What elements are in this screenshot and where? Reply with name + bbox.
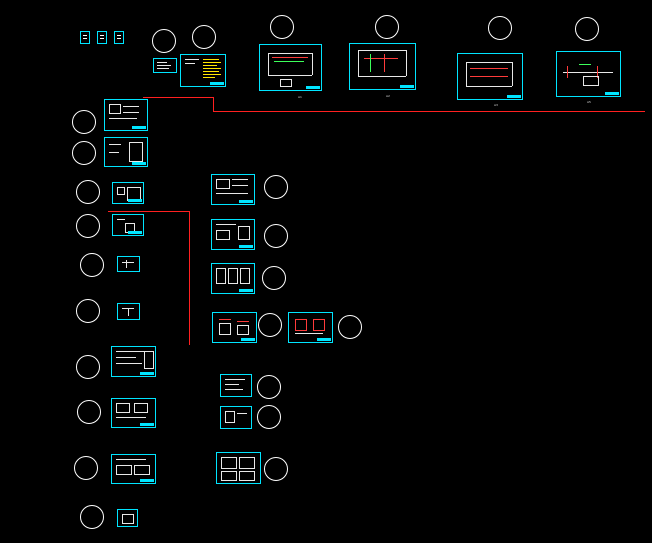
reference-bubble	[80, 253, 104, 277]
reference-bubble	[74, 456, 98, 480]
drawing-sheet[interactable]	[211, 174, 255, 205]
reference-bubble	[72, 110, 96, 134]
reference-bubble	[575, 17, 599, 41]
reference-bubble	[76, 214, 100, 238]
drawing-sheet[interactable]	[457, 53, 523, 100]
legend-box	[97, 31, 107, 44]
reference-bubble	[375, 15, 399, 39]
drawing-sheet[interactable]	[349, 43, 416, 90]
link-line	[213, 111, 645, 112]
drawing-sheet[interactable]	[117, 509, 138, 527]
drawing-sheet[interactable]	[220, 406, 252, 429]
link-line	[108, 211, 190, 212]
drawing-sheet[interactable]	[112, 182, 144, 204]
reference-bubble	[264, 175, 288, 199]
drawing-sheet[interactable]	[153, 58, 177, 73]
reference-bubble	[77, 400, 101, 424]
drawing-sheet[interactable]	[556, 51, 621, 97]
drawing-sheet[interactable]	[111, 454, 156, 484]
drawing-sheet[interactable]	[288, 312, 333, 343]
drawing-sheet[interactable]	[212, 312, 257, 343]
reference-bubble	[270, 15, 294, 39]
drawing-sheet[interactable]	[259, 44, 322, 91]
reference-bubble	[192, 25, 216, 49]
reference-bubble	[76, 180, 100, 204]
sheet-caption: A2	[386, 94, 390, 98]
reference-bubble	[152, 29, 176, 53]
reference-bubble	[72, 141, 96, 165]
drawing-sheet[interactable]	[111, 398, 156, 428]
sheet-caption: A5	[587, 100, 591, 104]
drawing-sheet[interactable]	[220, 374, 252, 397]
sheet-caption: A1	[298, 95, 302, 99]
link-line	[213, 97, 214, 111]
reference-bubble	[257, 405, 281, 429]
drawing-sheet[interactable]	[216, 452, 261, 484]
drawing-sheet[interactable]	[180, 54, 226, 87]
drawing-sheet[interactable]	[104, 137, 148, 167]
drawing-sheet[interactable]	[211, 219, 255, 250]
reference-bubble	[338, 315, 362, 339]
reference-bubble	[264, 224, 288, 248]
reference-bubble	[76, 355, 100, 379]
legend-box	[114, 31, 124, 44]
link-line	[143, 97, 214, 98]
link-line	[189, 211, 190, 345]
reference-bubble	[76, 299, 100, 323]
drawing-sheet[interactable]	[104, 99, 148, 131]
drawing-sheet[interactable]	[211, 263, 255, 294]
reference-bubble	[264, 457, 288, 481]
reference-bubble	[257, 375, 281, 399]
reference-bubble	[258, 313, 282, 337]
drawing-sheet[interactable]	[117, 303, 140, 320]
drawing-sheet[interactable]	[111, 346, 156, 377]
legend-box	[80, 31, 90, 44]
sheet-caption: A3	[494, 103, 498, 107]
drawing-sheet[interactable]	[117, 256, 140, 272]
reference-bubble	[262, 266, 286, 290]
reference-bubble	[80, 505, 104, 529]
drawing-sheet[interactable]	[112, 214, 144, 236]
reference-bubble	[488, 16, 512, 40]
